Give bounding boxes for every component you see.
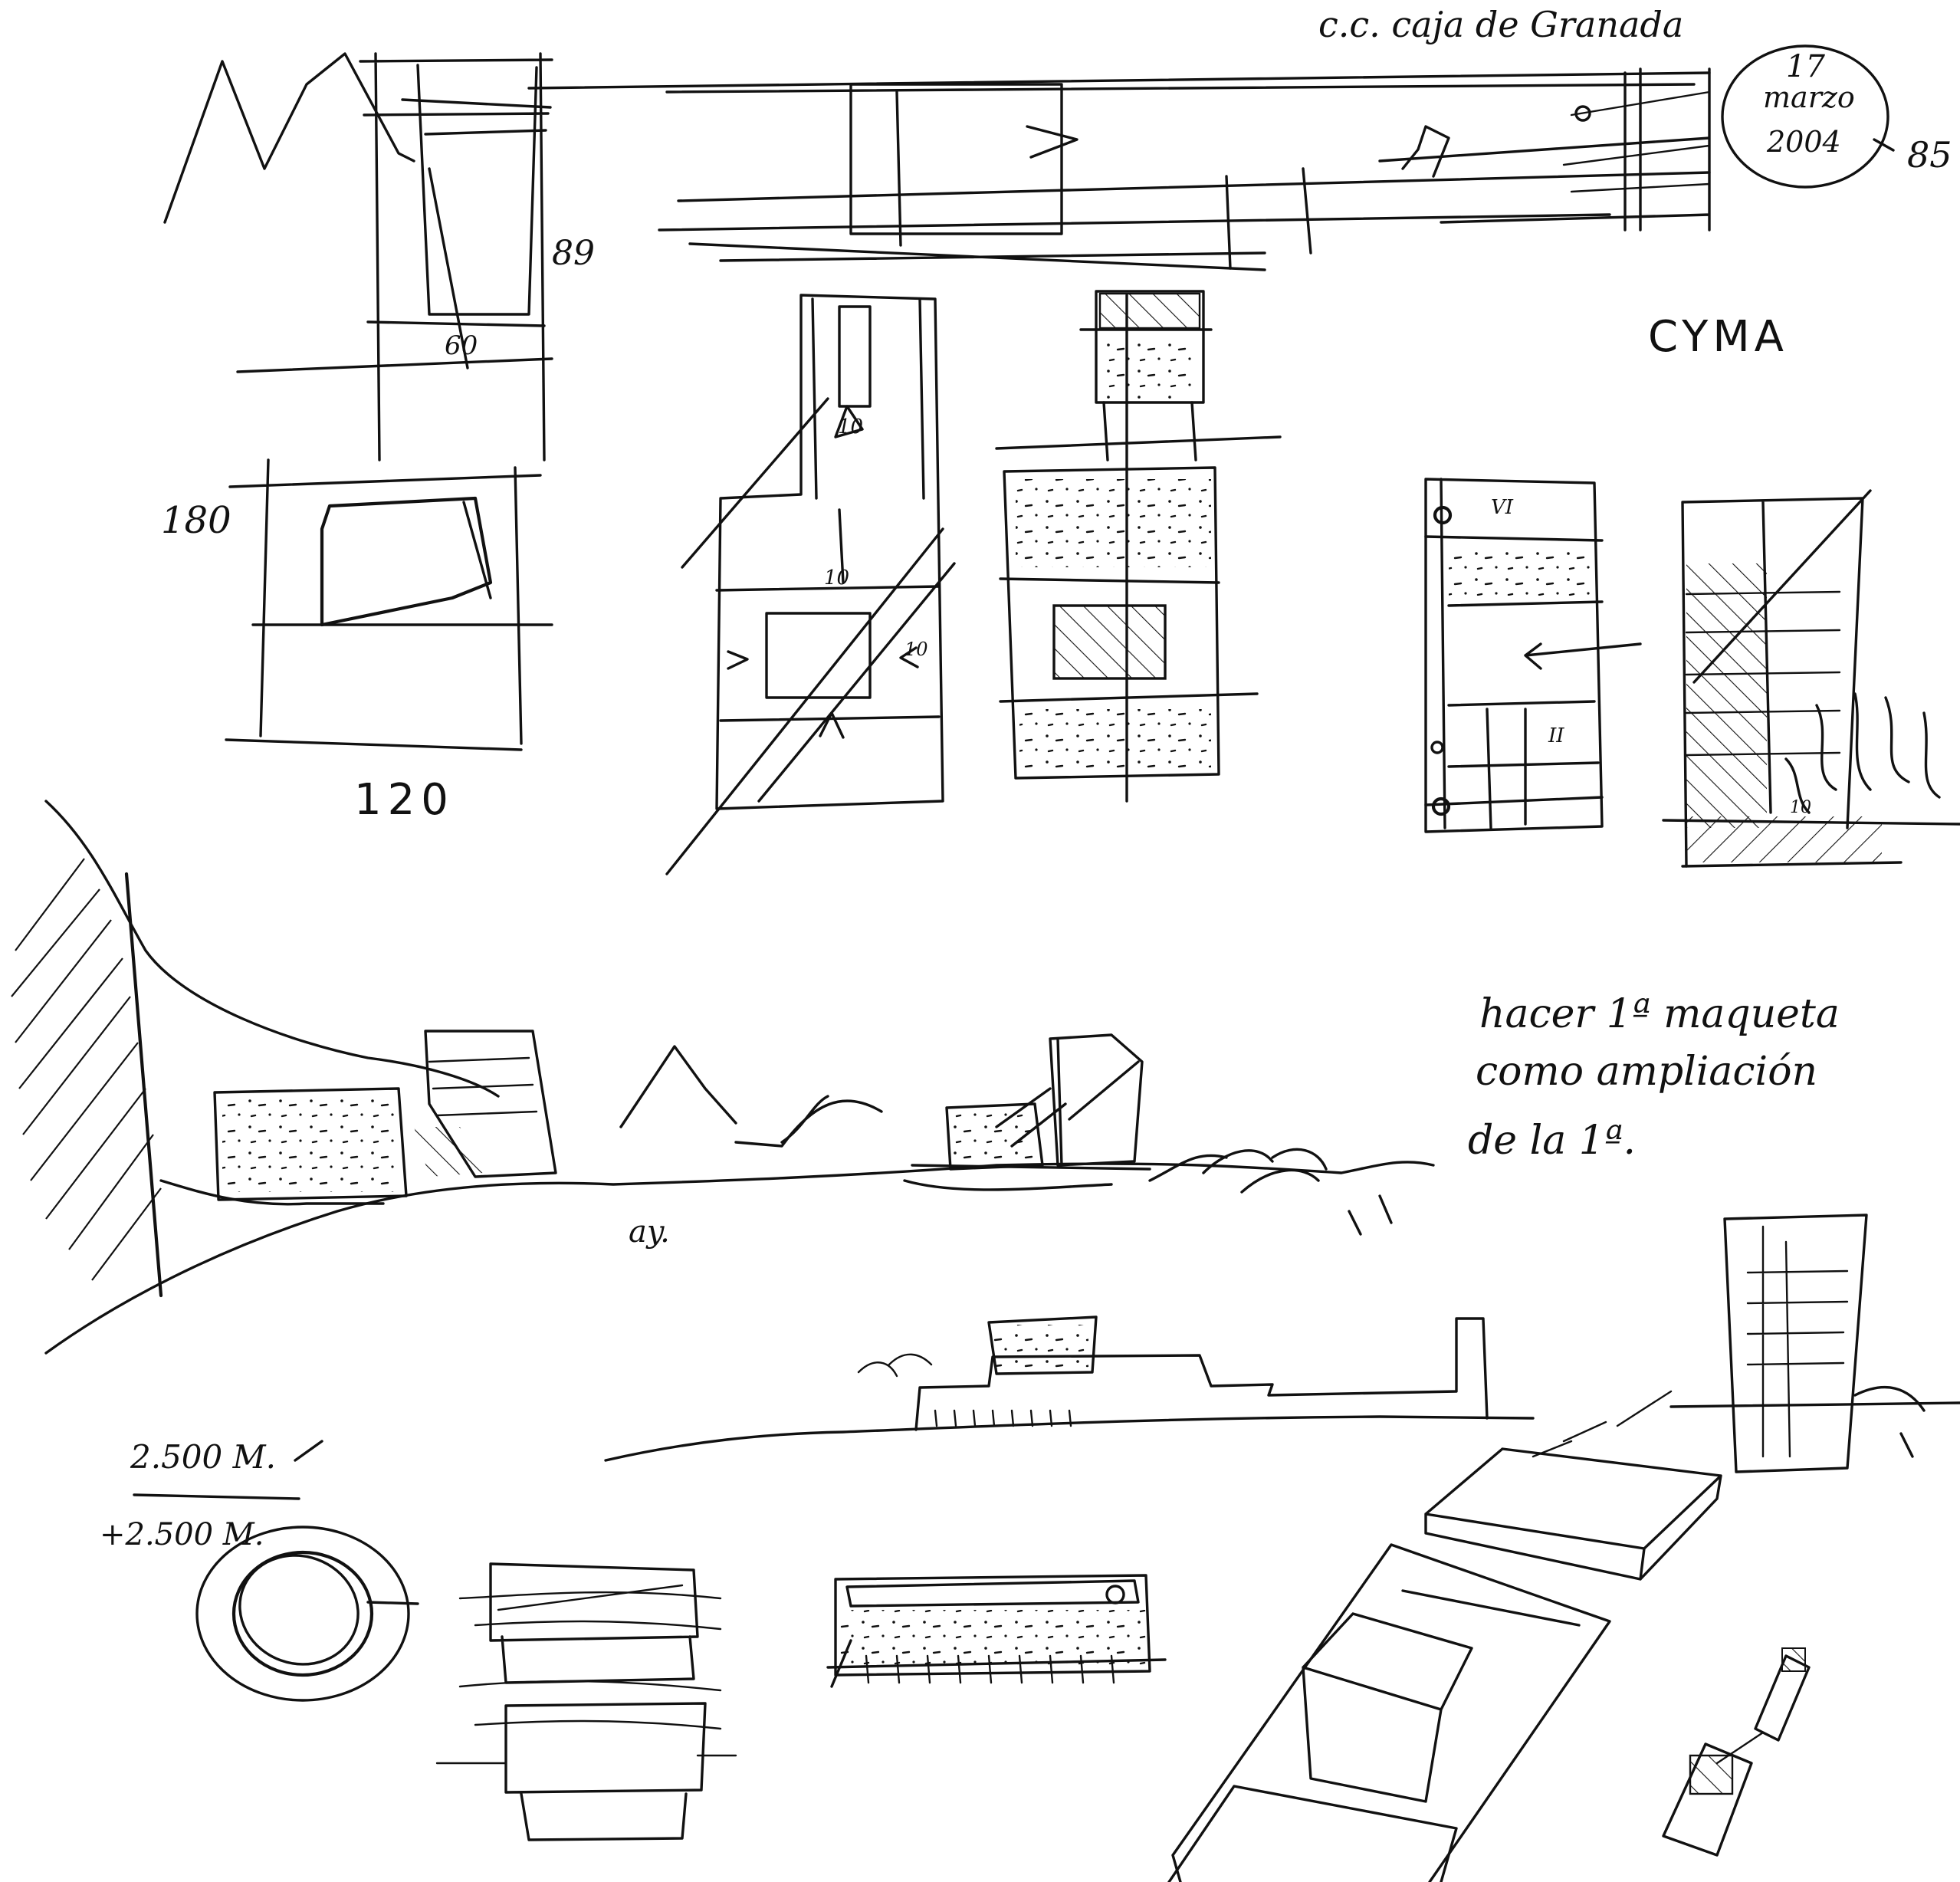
note-line-2: como ampliación	[1476, 1049, 1817, 1095]
tower-hatch	[1686, 563, 1767, 828]
low-building-elevation	[604, 1214, 1960, 1473]
site-plan-sketch: 89 60 180 120	[161, 52, 595, 825]
section-lines	[527, 71, 1711, 271]
stacked-blocks-sketch	[435, 1562, 737, 1841]
dim-120: 120	[354, 775, 455, 825]
low-building-outline	[914, 1317, 1489, 1431]
hill-profile	[44, 800, 500, 1098]
plan-a-label-1: 10	[838, 415, 863, 438]
cyma-label: CYMA	[1648, 312, 1788, 362]
area-line-2: +2.500 M.	[100, 1517, 264, 1552]
small-model-sketch	[1662, 1647, 1811, 1857]
plan-a-diagonals	[665, 397, 956, 875]
area-notes: 2.500 M. +2.500 M.	[100, 1438, 323, 1552]
axo-lower-slab	[1171, 1543, 1611, 1882]
plan-c-label-vi: VI	[1491, 496, 1514, 519]
plan-b-outline	[1003, 466, 1220, 780]
handwritten-note: hacer 1ª maqueta como ampliación de la 1…	[1468, 991, 1840, 1164]
plan-a-outline	[715, 294, 944, 810]
tower-plan	[359, 52, 553, 461]
elevation-label: ay.	[629, 1214, 670, 1250]
header: c.c. caja de Granada 17 marzo 2004 85 CY…	[1318, 4, 1952, 362]
plan-a-court	[765, 612, 872, 699]
plan-b-sketch	[995, 290, 1282, 803]
circle-plan-sketch	[195, 1526, 419, 1702]
axo-cube	[1302, 1612, 1473, 1803]
plaza-shape	[320, 496, 493, 627]
plan-b-hatch-top	[1098, 292, 1201, 330]
building-tower-2	[1049, 1033, 1144, 1167]
plan-a-sketch: 10 10 10	[665, 294, 956, 875]
mountain-profile	[163, 52, 415, 224]
date-dash	[1873, 138, 1895, 152]
area-line-1: 2.500 M.	[130, 1438, 276, 1476]
note-line-1: hacer 1ª maqueta	[1479, 991, 1840, 1037]
dim-60: 60	[445, 330, 478, 361]
plan-c-sketch: VI II	[1424, 478, 1642, 833]
long-section-sketch	[527, 67, 1711, 271]
axo-upper-slab	[1424, 1447, 1722, 1581]
landscape-elevation-sketch: ay.	[11, 800, 1435, 1355]
date-year: 2004	[1766, 125, 1841, 159]
page-number: 85	[1907, 134, 1952, 176]
note-line-3: de la 1ª.	[1468, 1118, 1636, 1164]
plan-b-hatch-court	[1052, 604, 1167, 680]
dim-89: 89	[552, 234, 595, 273]
tower-elevation-sketch: 10	[1662, 489, 1960, 868]
plan-c-outline	[1424, 478, 1604, 833]
section-tower	[1378, 67, 1711, 232]
tree-scribbles	[1784, 692, 1941, 814]
dim-180: 180	[161, 499, 231, 542]
hill-hatching	[11, 858, 162, 1281]
date-circle	[1721, 44, 1889, 189]
mountain-sketch	[619, 1045, 883, 1148]
date-day: 17	[1786, 49, 1825, 84]
right-tower	[1723, 1214, 1868, 1473]
plan-a-label-2: 10	[824, 567, 849, 590]
plan-a-label-3: 10	[904, 639, 928, 660]
site-plan-grid	[225, 357, 553, 751]
tree-line	[1148, 1148, 1393, 1236]
section-block	[849, 83, 1063, 235]
plan-c-label-ii: II	[1548, 724, 1564, 747]
building-tower-1	[424, 1030, 557, 1178]
long-block-sketch	[826, 1574, 1167, 1688]
tower-level: 10	[1790, 798, 1811, 817]
project-title: c.c. caja de Granada	[1318, 4, 1683, 45]
date-month: marzo	[1763, 80, 1855, 114]
date-stamp: 17 marzo 2004	[1721, 44, 1895, 189]
axonometric-sketch	[1167, 1390, 1722, 1882]
plan-c-arrow	[1524, 642, 1642, 670]
